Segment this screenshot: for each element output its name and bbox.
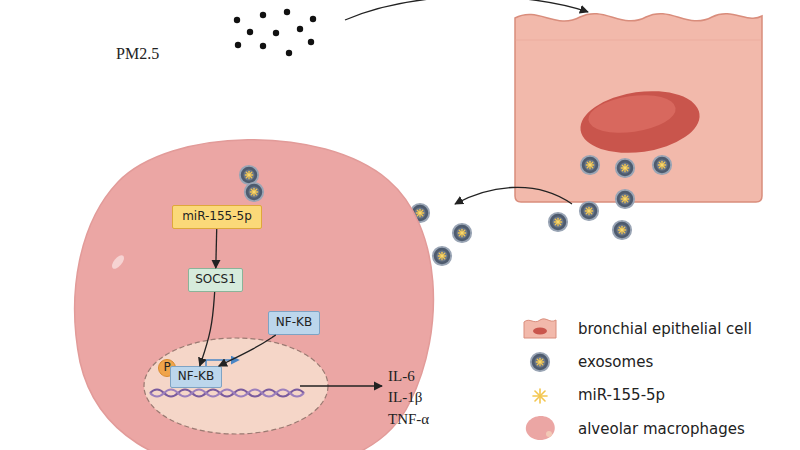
legend-mirna-icon bbox=[533, 389, 547, 403]
cell-nucleus bbox=[576, 84, 703, 160]
signal-arrow bbox=[215, 229, 217, 268]
release-arrow bbox=[455, 187, 572, 204]
exosome bbox=[581, 156, 599, 174]
node-text: NF-KB bbox=[178, 370, 214, 383]
cell-shading bbox=[515, 40, 762, 41]
dna-strand bbox=[150, 390, 304, 397]
particle bbox=[260, 43, 266, 49]
dna-strand bbox=[150, 390, 304, 397]
legend-nucleus-icon bbox=[533, 328, 547, 335]
node-text: SOCS1 bbox=[195, 273, 236, 286]
particle bbox=[310, 16, 316, 22]
cytokine-label: IL-6 bbox=[388, 368, 415, 385]
exosome bbox=[240, 166, 258, 184]
node-text: NF-KB bbox=[276, 316, 312, 329]
protein-box: SOCS1 bbox=[188, 268, 243, 292]
exosome bbox=[616, 159, 634, 177]
particle bbox=[284, 9, 290, 15]
exosome bbox=[580, 202, 598, 220]
particle bbox=[286, 50, 292, 56]
exosome bbox=[245, 183, 263, 201]
signal-arrow bbox=[219, 335, 276, 366]
node-text: miR-155-5p bbox=[182, 210, 252, 223]
particle bbox=[297, 26, 303, 32]
legend-text: miR-155-5p bbox=[578, 386, 665, 404]
particle bbox=[308, 39, 314, 45]
signal-arrow bbox=[200, 292, 215, 366]
legend-macrophage-icon bbox=[526, 416, 555, 440]
particle bbox=[273, 30, 279, 36]
secretion-arrow bbox=[300, 385, 382, 386]
particle bbox=[260, 12, 266, 18]
particle bbox=[235, 42, 241, 48]
protein-box: NF-KB bbox=[268, 311, 320, 335]
exosome bbox=[616, 190, 634, 208]
pm-particles bbox=[234, 9, 316, 56]
exosome bbox=[433, 247, 451, 265]
exosome bbox=[613, 221, 631, 239]
particle bbox=[234, 17, 240, 23]
exosome bbox=[653, 156, 671, 174]
legend-exosome-icon bbox=[531, 353, 549, 371]
inhalation-arrow bbox=[345, 0, 588, 20]
exosome bbox=[453, 224, 471, 242]
mirna-box: miR-155-5p bbox=[172, 205, 262, 229]
legend-text: alveolar macrophages bbox=[578, 420, 745, 438]
legend-text: bronchial epithelial cell bbox=[578, 320, 752, 338]
cytokine-label: TNF-α bbox=[388, 411, 429, 428]
legend-icons bbox=[524, 319, 556, 440]
exosome bbox=[549, 213, 567, 231]
nucleus-highlight bbox=[586, 90, 678, 138]
particle bbox=[247, 29, 253, 35]
agent-label: PM2.5 bbox=[116, 45, 159, 63]
legend-text: exosomes bbox=[578, 353, 653, 371]
protein-box: NF-KB bbox=[170, 366, 222, 388]
epithelial-cell bbox=[515, 14, 762, 202]
legend-macrophage-icon bbox=[546, 431, 552, 437]
legend-cell-icon bbox=[524, 319, 556, 338]
macrophage-cell bbox=[75, 140, 434, 450]
cell-highlight bbox=[110, 253, 126, 270]
cytokine-label: IL-1β bbox=[388, 389, 422, 406]
